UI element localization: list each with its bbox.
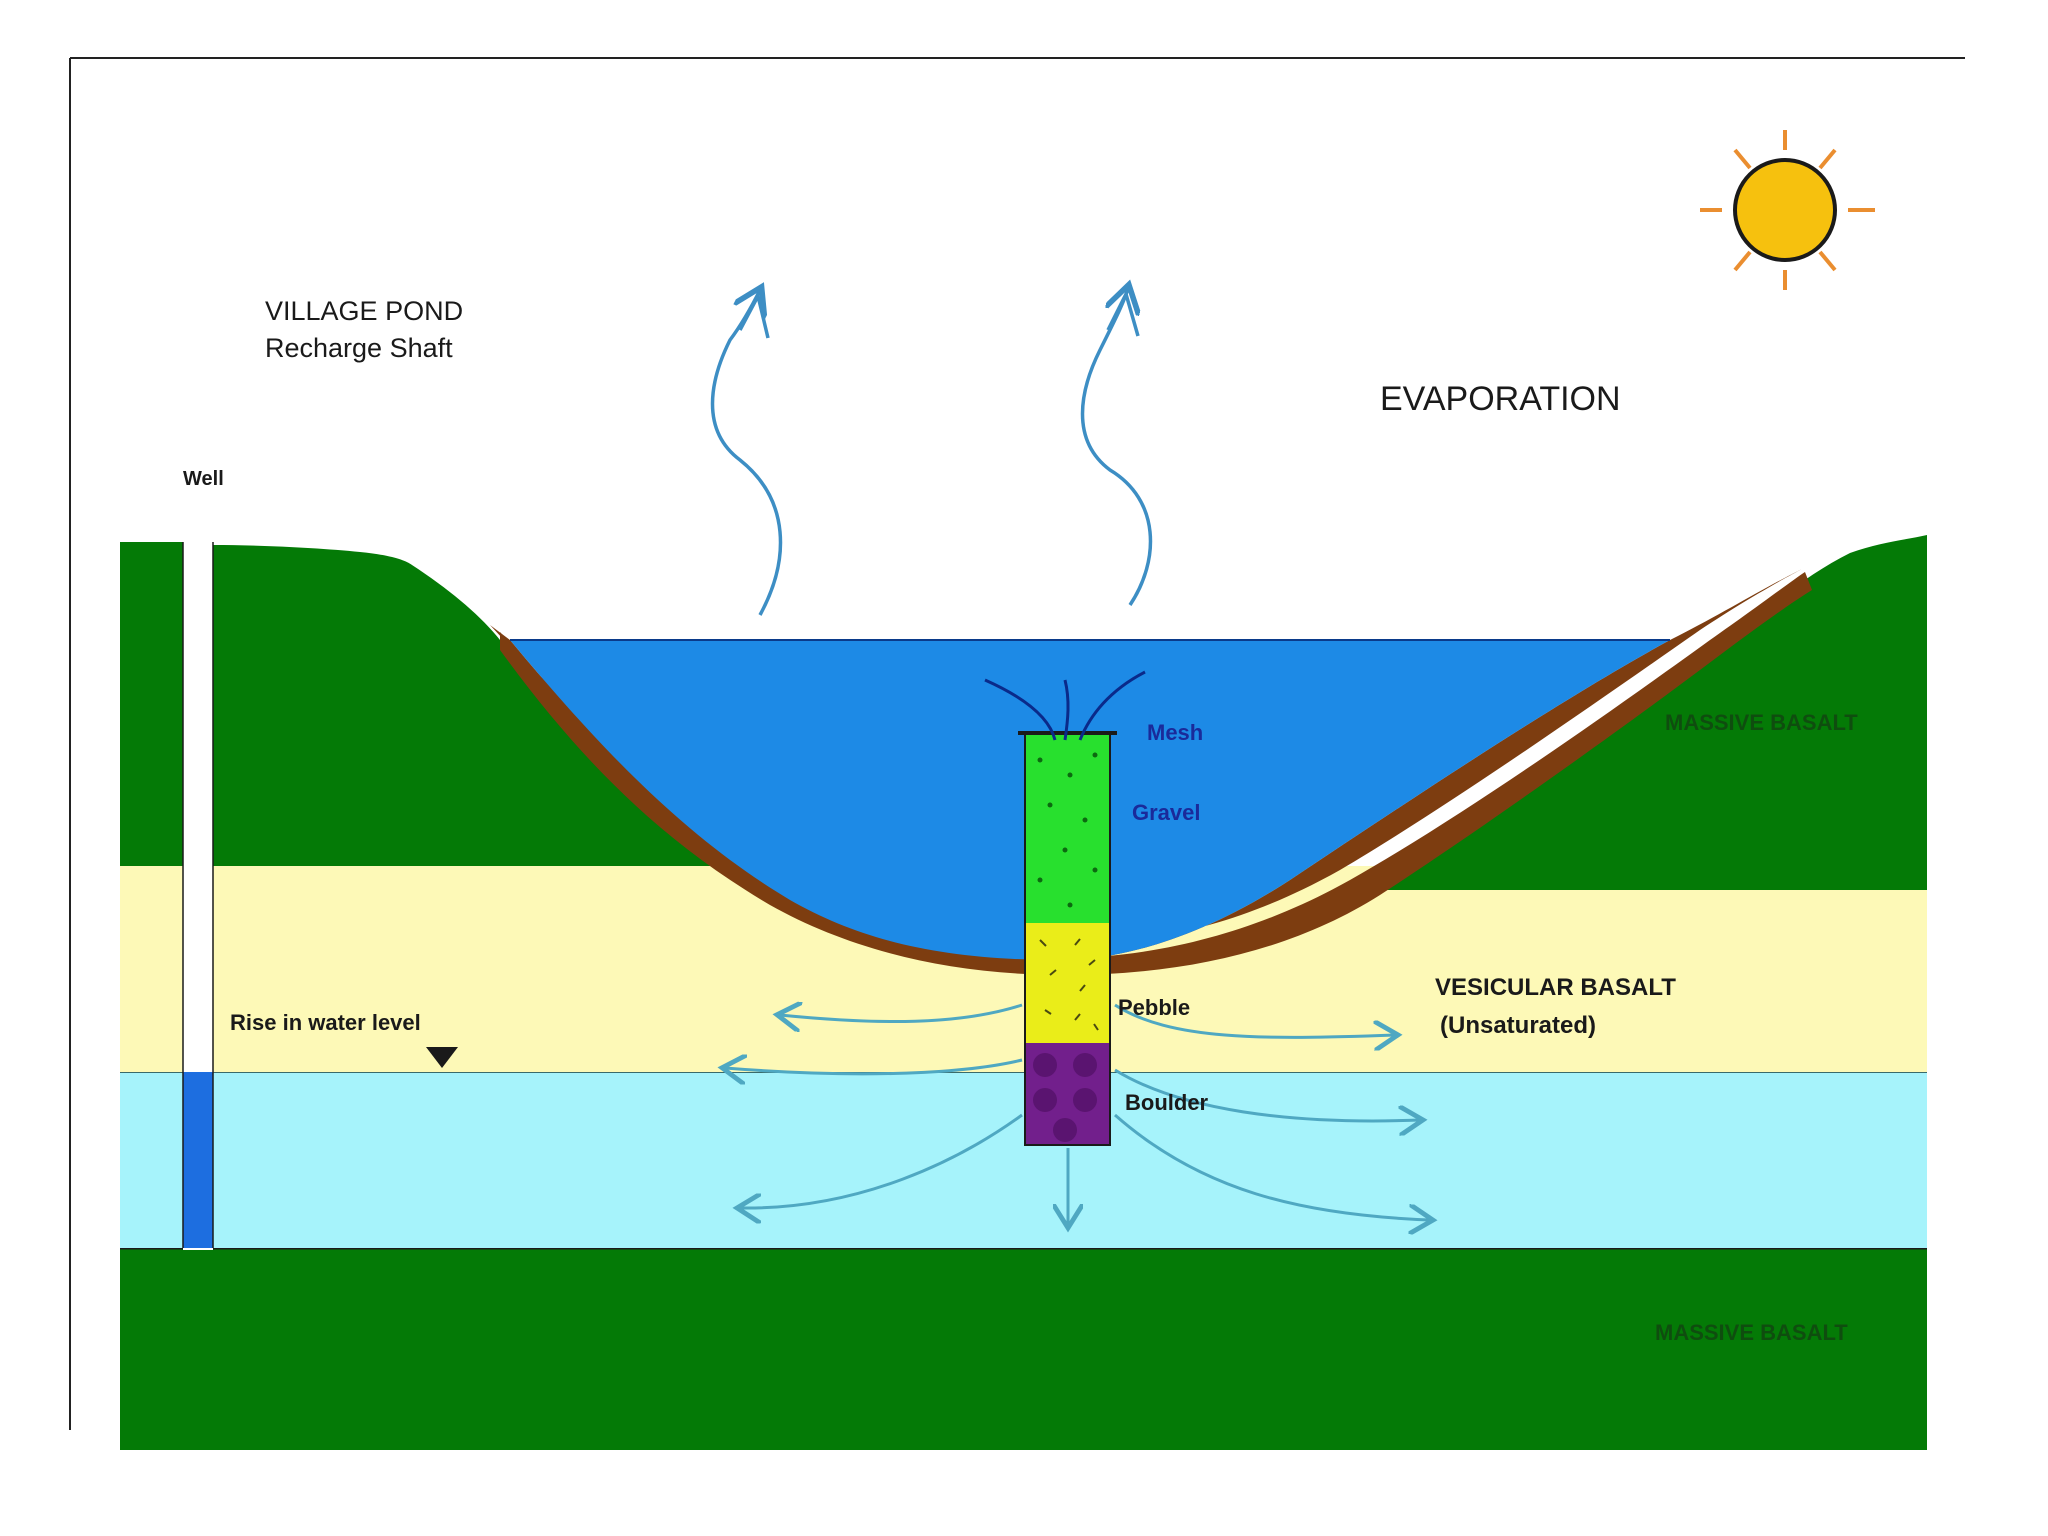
pebble-label: Pebble (1118, 995, 1190, 1020)
well-water-column (183, 1072, 213, 1248)
evaporation-arrows (710, 288, 1153, 616)
inflow-arrows (984, 670, 1146, 741)
shaft-gravel (1025, 733, 1110, 923)
massive-basalt-left-bank (120, 542, 770, 866)
massive-basalt-bottom-label: MASSIVE BASALT (1655, 1320, 1848, 1345)
outflow-arrows (725, 1005, 1430, 1225)
rise-in-water-level-label: Rise in water level (230, 1010, 421, 1035)
pond-clay-lining-thick (500, 572, 1812, 975)
evaporation-arrowheads (738, 289, 1140, 339)
well-label: Well (183, 468, 224, 490)
gravel-speckles (1037, 752, 1098, 908)
evaporation-arrow-right (1080, 288, 1153, 606)
massive-basalt-bottom-layer (120, 1248, 1927, 1450)
gravel-label: Gravel (1132, 800, 1201, 825)
boulder-texture (1033, 1053, 1097, 1142)
title-line-1: VILLAGE POND (265, 296, 463, 326)
water-level-marker-icon (426, 1047, 458, 1068)
title-line-2: Recharge Shaft (265, 333, 453, 363)
boulder-label: Boulder (1125, 1090, 1209, 1115)
evaporation-label: EVAPORATION (1380, 380, 1621, 418)
pebble-speckles (1039, 938, 1099, 1031)
vesicular-basalt-label: VESICULAR BASALT (1435, 974, 1676, 1001)
sun-icon (1700, 130, 1875, 290)
massive-basalt-top-label: MASSIVE BASALT (1665, 710, 1858, 735)
unsaturated-label: (Unsaturated) (1440, 1012, 1596, 1039)
mesh-label: Mesh (1147, 720, 1203, 745)
saturated-zone-layer (120, 1072, 1927, 1248)
evaporation-arrow-left (710, 290, 783, 616)
shaft-pebble (1025, 923, 1110, 1043)
